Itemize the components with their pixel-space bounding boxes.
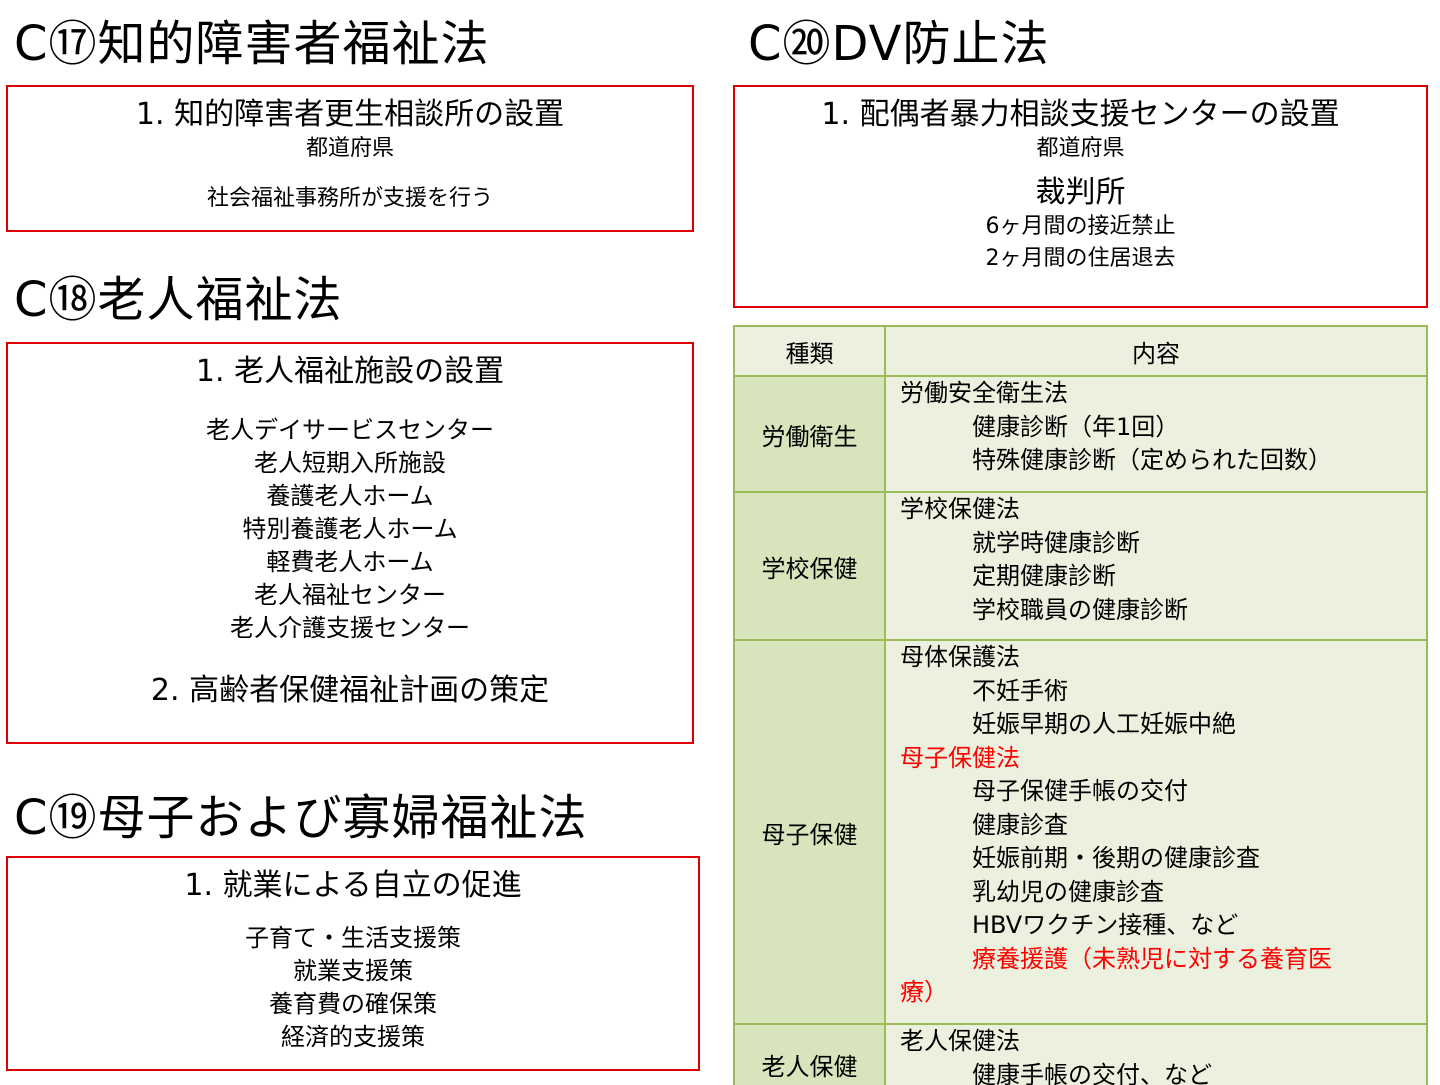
law-item: HBVワクチン接種、など [900,909,1412,943]
law-item: 学校職員の健康診断 [900,594,1412,628]
table-row: 母子保健 母体保護法 不妊手術 妊娠早期の人工妊娠中絶 母子保健法 母子保健手帳… [734,640,1427,1024]
law-item: 不妊手術 [900,675,1412,709]
health-table: 種類 内容 労働衛生 労働安全衛生法 健康診断（年1回） 特殊健康診断（定められ… [733,325,1428,1085]
law-item: 健康診断（年1回） [900,411,1412,445]
section-20-box: 1. 配偶者暴力相談支援センターの設置 都道府県 裁判所 6ヶ月間の接近禁止 2… [733,85,1428,308]
law-name: 老人保健法 [900,1025,1412,1059]
support-list: 子育て・生活支援策 就業支援策 養育費の確保策 経済的支援策 [8,922,698,1054]
section-18-box: 1. 老人福祉施設の設置 老人デイサービスセンター 老人短期入所施設 養護老人ホ… [6,342,694,744]
court-label: 裁判所 [735,175,1426,211]
court-order: 2ヶ月間の住居退去 [735,243,1426,275]
row-type: 母子保健 [734,640,885,1024]
facility-item: 老人短期入所施設 [8,447,692,480]
facility-list: 老人デイサービスセンター 老人短期入所施設 養護老人ホーム 特別養護老人ホーム … [8,414,692,645]
table-row: 労働衛生 労働安全衛生法 健康診断（年1回） 特殊健康診断（定められた回数） [734,376,1427,492]
law-item-highlight: 療養援護（未熟児に対する養育医 [900,943,1412,977]
table-row: 学校保健 学校保健法 就学時健康診断 定期健康診断 学校職員の健康診断 [734,492,1427,640]
facility-item: 老人福祉センター [8,579,692,612]
row-content: 労働安全衛生法 健康診断（年1回） 特殊健康診断（定められた回数） [885,376,1427,492]
section-18-title: C⑱老人福祉法 [14,272,343,328]
row-type: 老人保健 [734,1024,885,1085]
header-content: 内容 [885,326,1427,376]
court-order: 6ヶ月間の接近禁止 [735,211,1426,243]
section-20-title: C⑳DV防止法 [748,16,1049,72]
facility-item: 老人デイサービスセンター [8,414,692,447]
row-type: 労働衛生 [734,376,885,492]
law-item-highlight-cont: 療） [900,976,1412,1010]
facility-item: 養護老人ホーム [8,480,692,513]
support-item: 子育て・生活支援策 [8,922,698,955]
support-item: 就業支援策 [8,955,698,988]
row-type: 学校保健 [734,492,885,640]
law-item: 特殊健康診断（定められた回数） [900,444,1412,478]
law-item: 乳幼児の健康診査 [900,876,1412,910]
support-item: 経済的支援策 [8,1021,698,1054]
law-item: 妊娠早期の人工妊娠中絶 [900,708,1412,742]
law-name: 労働安全衛生法 [900,377,1412,411]
section-17-title: C⑰知的障害者福祉法 [14,16,490,72]
facility-item: 軽費老人ホーム [8,546,692,579]
row-content: 母体保護法 不妊手術 妊娠早期の人工妊娠中絶 母子保健法 母子保健手帳の交付 健… [885,640,1427,1024]
section-20-heading: 1. 配偶者暴力相談支援センターの設置 [735,97,1426,133]
law-item: 妊娠前期・後期の健康診査 [900,842,1412,876]
row-content: 老人保健法 健康手帳の交付、など [885,1024,1427,1085]
law-item: 就学時健康診断 [900,527,1412,561]
law-item: 健康診査 [900,809,1412,843]
section-20-sub: 都道府県 [735,133,1426,165]
row-content: 学校保健法 就学時健康診断 定期健康診断 学校職員の健康診断 [885,492,1427,640]
table-row: 老人保健 老人保健法 健康手帳の交付、など [734,1024,1427,1085]
support-item: 養育費の確保策 [8,988,698,1021]
facility-item: 特別養護老人ホーム [8,513,692,546]
law-item: 健康手帳の交付、など [900,1059,1412,1085]
section-19-heading: 1. 就業による自立の促進 [8,868,698,904]
law-item: 定期健康診断 [900,560,1412,594]
header-type: 種類 [734,326,885,376]
section-18-heading-2: 2. 高齢者保健福祉計画の策定 [8,673,692,709]
section-17-sub: 都道府県 [8,133,692,165]
law-name: 母体保護法 [900,641,1412,675]
section-19-title: C⑲母子および寡婦福祉法 [14,790,588,846]
health-table-container: 種類 内容 労働衛生 労働安全衛生法 健康診断（年1回） 特殊健康診断（定められ… [733,325,1428,1085]
law-name-highlight: 母子保健法 [900,742,1412,776]
section-19-box: 1. 就業による自立の促進 子育て・生活支援策 就業支援策 養育費の確保策 経済… [6,856,700,1071]
table-header-row: 種類 内容 [734,326,1427,376]
law-item: 母子保健手帳の交付 [900,775,1412,809]
section-17-note: 社会福祉事務所が支援を行う [8,183,692,215]
section-18-heading-1: 1. 老人福祉施設の設置 [8,354,692,390]
facility-item: 老人介護支援センター [8,612,692,645]
law-name: 学校保健法 [900,493,1412,527]
section-17-box: 1. 知的障害者更生相談所の設置 都道府県 社会福祉事務所が支援を行う [6,85,694,232]
section-17-heading: 1. 知的障害者更生相談所の設置 [8,97,692,133]
